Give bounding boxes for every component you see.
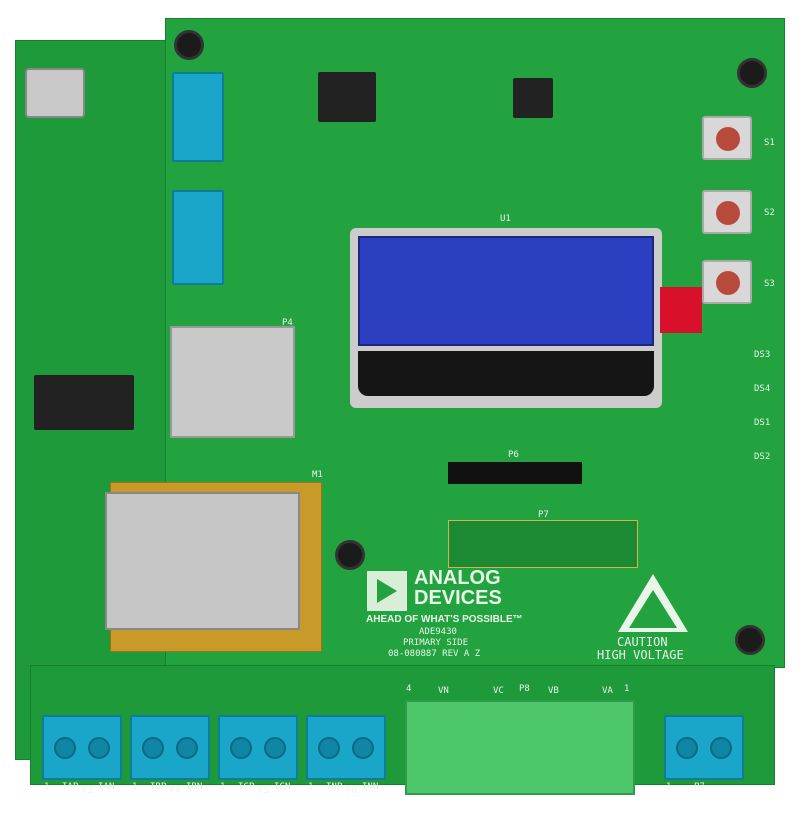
model-label: ADE9430 [419, 627, 457, 637]
screw-icon [174, 30, 204, 60]
screw-icon [737, 58, 767, 88]
conn-label: P5 [258, 786, 269, 796]
pin1-label: 1 [44, 782, 50, 792]
pin1-label: 1 [308, 782, 314, 792]
pin-va-label: VA [602, 686, 613, 696]
pin1-label: 1 [220, 782, 226, 792]
pin-vn-label: VN [438, 686, 449, 696]
caution-line1: CAUTION [617, 635, 668, 649]
aux-connector-p7[interactable] [664, 715, 744, 780]
input-n-label: IBN [186, 782, 203, 792]
pin1-label: 1 [132, 782, 138, 792]
button-label: S2 [764, 208, 775, 218]
header-p7-label: P7 [538, 510, 549, 520]
input-n-label: IAN [98, 782, 115, 792]
button-label: S3 [764, 279, 775, 289]
part-number: 08-080887 REV A Z [388, 649, 481, 659]
usb-c-port[interactable] [25, 68, 85, 118]
input-p-label: INP [326, 782, 343, 792]
header-p6-label: P6 [508, 450, 519, 460]
top-connector-1[interactable] [172, 72, 224, 162]
voltage-connector-p8[interactable] [405, 700, 635, 795]
input-n-label: ICN [274, 782, 291, 792]
button-s2[interactable] [702, 190, 752, 234]
current-input-p5[interactable] [218, 715, 298, 780]
ethernet-port[interactable] [105, 492, 300, 630]
input-n-label: INN [362, 782, 379, 792]
button-s3[interactable] [702, 260, 752, 304]
sd-card-slot[interactable] [170, 326, 295, 438]
input-p-label: IBP [150, 782, 167, 792]
conn-label: P3 [82, 786, 93, 796]
input-p-label: IAP [62, 782, 79, 792]
pin1-label: 1 [624, 684, 630, 694]
caution-line2: HIGH VOLTAGE [597, 648, 684, 662]
screw-icon [335, 540, 365, 570]
led-label: DS4 [754, 384, 771, 394]
brand-line1: ANALOG [414, 567, 501, 589]
pin-vc-label: VC [493, 686, 504, 696]
p8-label: P8 [519, 684, 530, 694]
lcd-label: U1 [500, 214, 511, 224]
pin1-label: 1 [666, 782, 672, 792]
screw-icon [735, 625, 765, 655]
warning-triangle-inner [629, 590, 677, 628]
led-label: DS1 [754, 418, 771, 428]
button-label: S1 [764, 138, 775, 148]
sd-label: P4 [282, 318, 293, 328]
pin-vb-label: VB [548, 686, 559, 696]
header-p7[interactable] [448, 520, 638, 568]
lcd-tab [660, 287, 702, 333]
lcd-display [350, 228, 662, 408]
input-p-label: ICP [238, 782, 255, 792]
p7-label: P7 [694, 782, 705, 792]
current-input-p4[interactable] [130, 715, 210, 780]
top-connector-2[interactable] [172, 190, 224, 285]
brand-name: ANALOG DEVICES [414, 568, 502, 608]
current-input-p6[interactable] [306, 715, 386, 780]
side-label: PRIMARY SIDE [403, 638, 469, 648]
current-input-p3[interactable] [42, 715, 122, 780]
led-label: DS2 [754, 452, 771, 462]
conn-label: P4 [170, 786, 181, 796]
ic-u5 [34, 375, 134, 430]
pin4-label: 4 [406, 684, 412, 694]
header-p6[interactable] [448, 462, 582, 484]
inductor [318, 72, 376, 122]
brand-line2: DEVICES [414, 587, 502, 609]
button-s1[interactable] [702, 116, 752, 160]
mcu-chip [513, 78, 553, 118]
tagline: AHEAD OF WHAT'S POSSIBLE™ [366, 614, 523, 625]
adi-logo [367, 571, 407, 611]
conn-label: P6 [346, 786, 357, 796]
module-label: M1 [312, 470, 323, 480]
led-label: DS3 [754, 350, 771, 360]
